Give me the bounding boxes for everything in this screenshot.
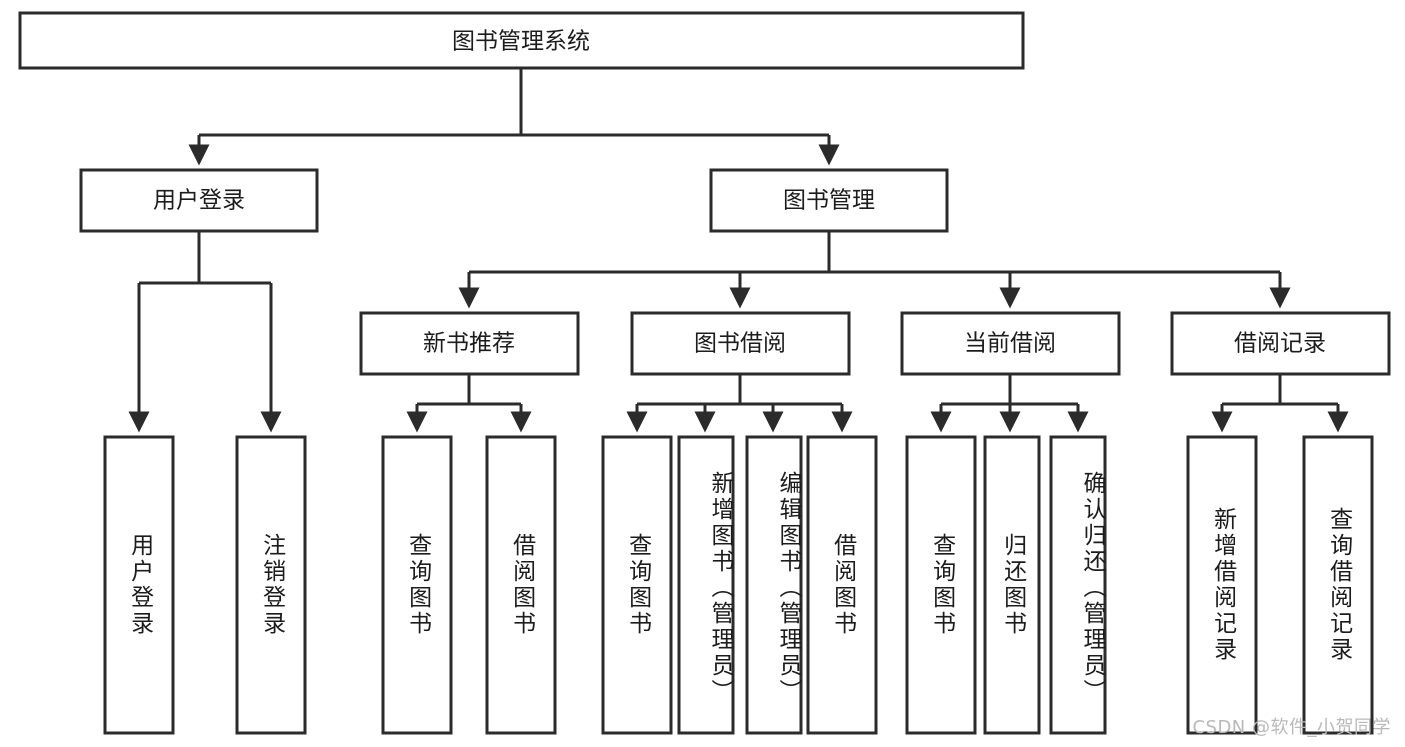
csdn-watermark: CSDN @软件_小贺同学 <box>1192 717 1391 738</box>
node-current-borrow-box[interactable] <box>900 311 1121 376</box>
connector-group-root <box>188 68 840 166</box>
node-book-borrow[interactable]: 图书借阅 <box>630 311 851 376</box>
connector-group-book-borrow <box>626 374 853 433</box>
leaf-box-current-borrow-0[interactable] <box>905 435 977 735</box>
node-new-book-recommend[interactable]: 新书推荐 <box>359 311 580 376</box>
leaf-box-borrow-record-1[interactable] <box>1302 435 1374 735</box>
node-new-book-recommend-box[interactable] <box>359 311 580 376</box>
connector-group-book-manage <box>458 231 1291 309</box>
leaf-box-current-borrow-2[interactable] <box>1049 435 1107 735</box>
leaf-box-current-borrow-1[interactable] <box>983 435 1041 735</box>
leaf-box-book-borrow-0[interactable] <box>601 435 673 735</box>
leaf-box-user-login-1[interactable] <box>235 435 307 735</box>
node-book-manage-box[interactable] <box>709 168 949 233</box>
leaf-box-book-borrow-1[interactable] <box>677 435 735 735</box>
node-current-borrow[interactable]: 当前借阅 <box>900 311 1121 376</box>
node-book-borrow-box[interactable] <box>630 311 851 376</box>
node-user-login[interactable]: 用户登录 <box>79 168 319 233</box>
node-root-label: 图书管理系统 <box>452 29 590 55</box>
leaf-box-borrow-record-0[interactable] <box>1186 435 1258 735</box>
node-book-manage-label: 图书管理 <box>783 188 875 214</box>
connector-group-new-book <box>406 374 532 433</box>
leaf-box-new-book-0[interactable] <box>381 435 453 735</box>
connector-group-user-login <box>128 231 282 433</box>
node-root-box[interactable] <box>18 11 1025 70</box>
node-book-borrow-label: 图书借阅 <box>694 331 786 357</box>
node-current-borrow-label: 当前借阅 <box>964 331 1056 357</box>
node-root[interactable]: 图书管理系统 <box>18 11 1025 70</box>
node-user-login-label: 用户登录 <box>153 188 245 214</box>
leaf-box-book-borrow-3[interactable] <box>806 435 878 735</box>
connector-group-borrow-record <box>1211 374 1349 433</box>
node-borrow-record[interactable]: 借阅记录 <box>1170 311 1391 376</box>
node-new-book-recommend-label: 新书推荐 <box>423 331 515 357</box>
node-borrow-record-label: 借阅记录 <box>1234 331 1326 357</box>
node-borrow-record-box[interactable] <box>1170 311 1391 376</box>
leaf-box-new-book-1[interactable] <box>485 435 557 735</box>
leaf-box-book-borrow-2[interactable] <box>745 435 803 735</box>
leaf-box-user-login-0[interactable] <box>103 435 175 735</box>
node-book-manage[interactable]: 图书管理 <box>709 168 949 233</box>
node-user-login-box[interactable] <box>79 168 319 233</box>
connector-group-current-borrow <box>930 374 1089 433</box>
